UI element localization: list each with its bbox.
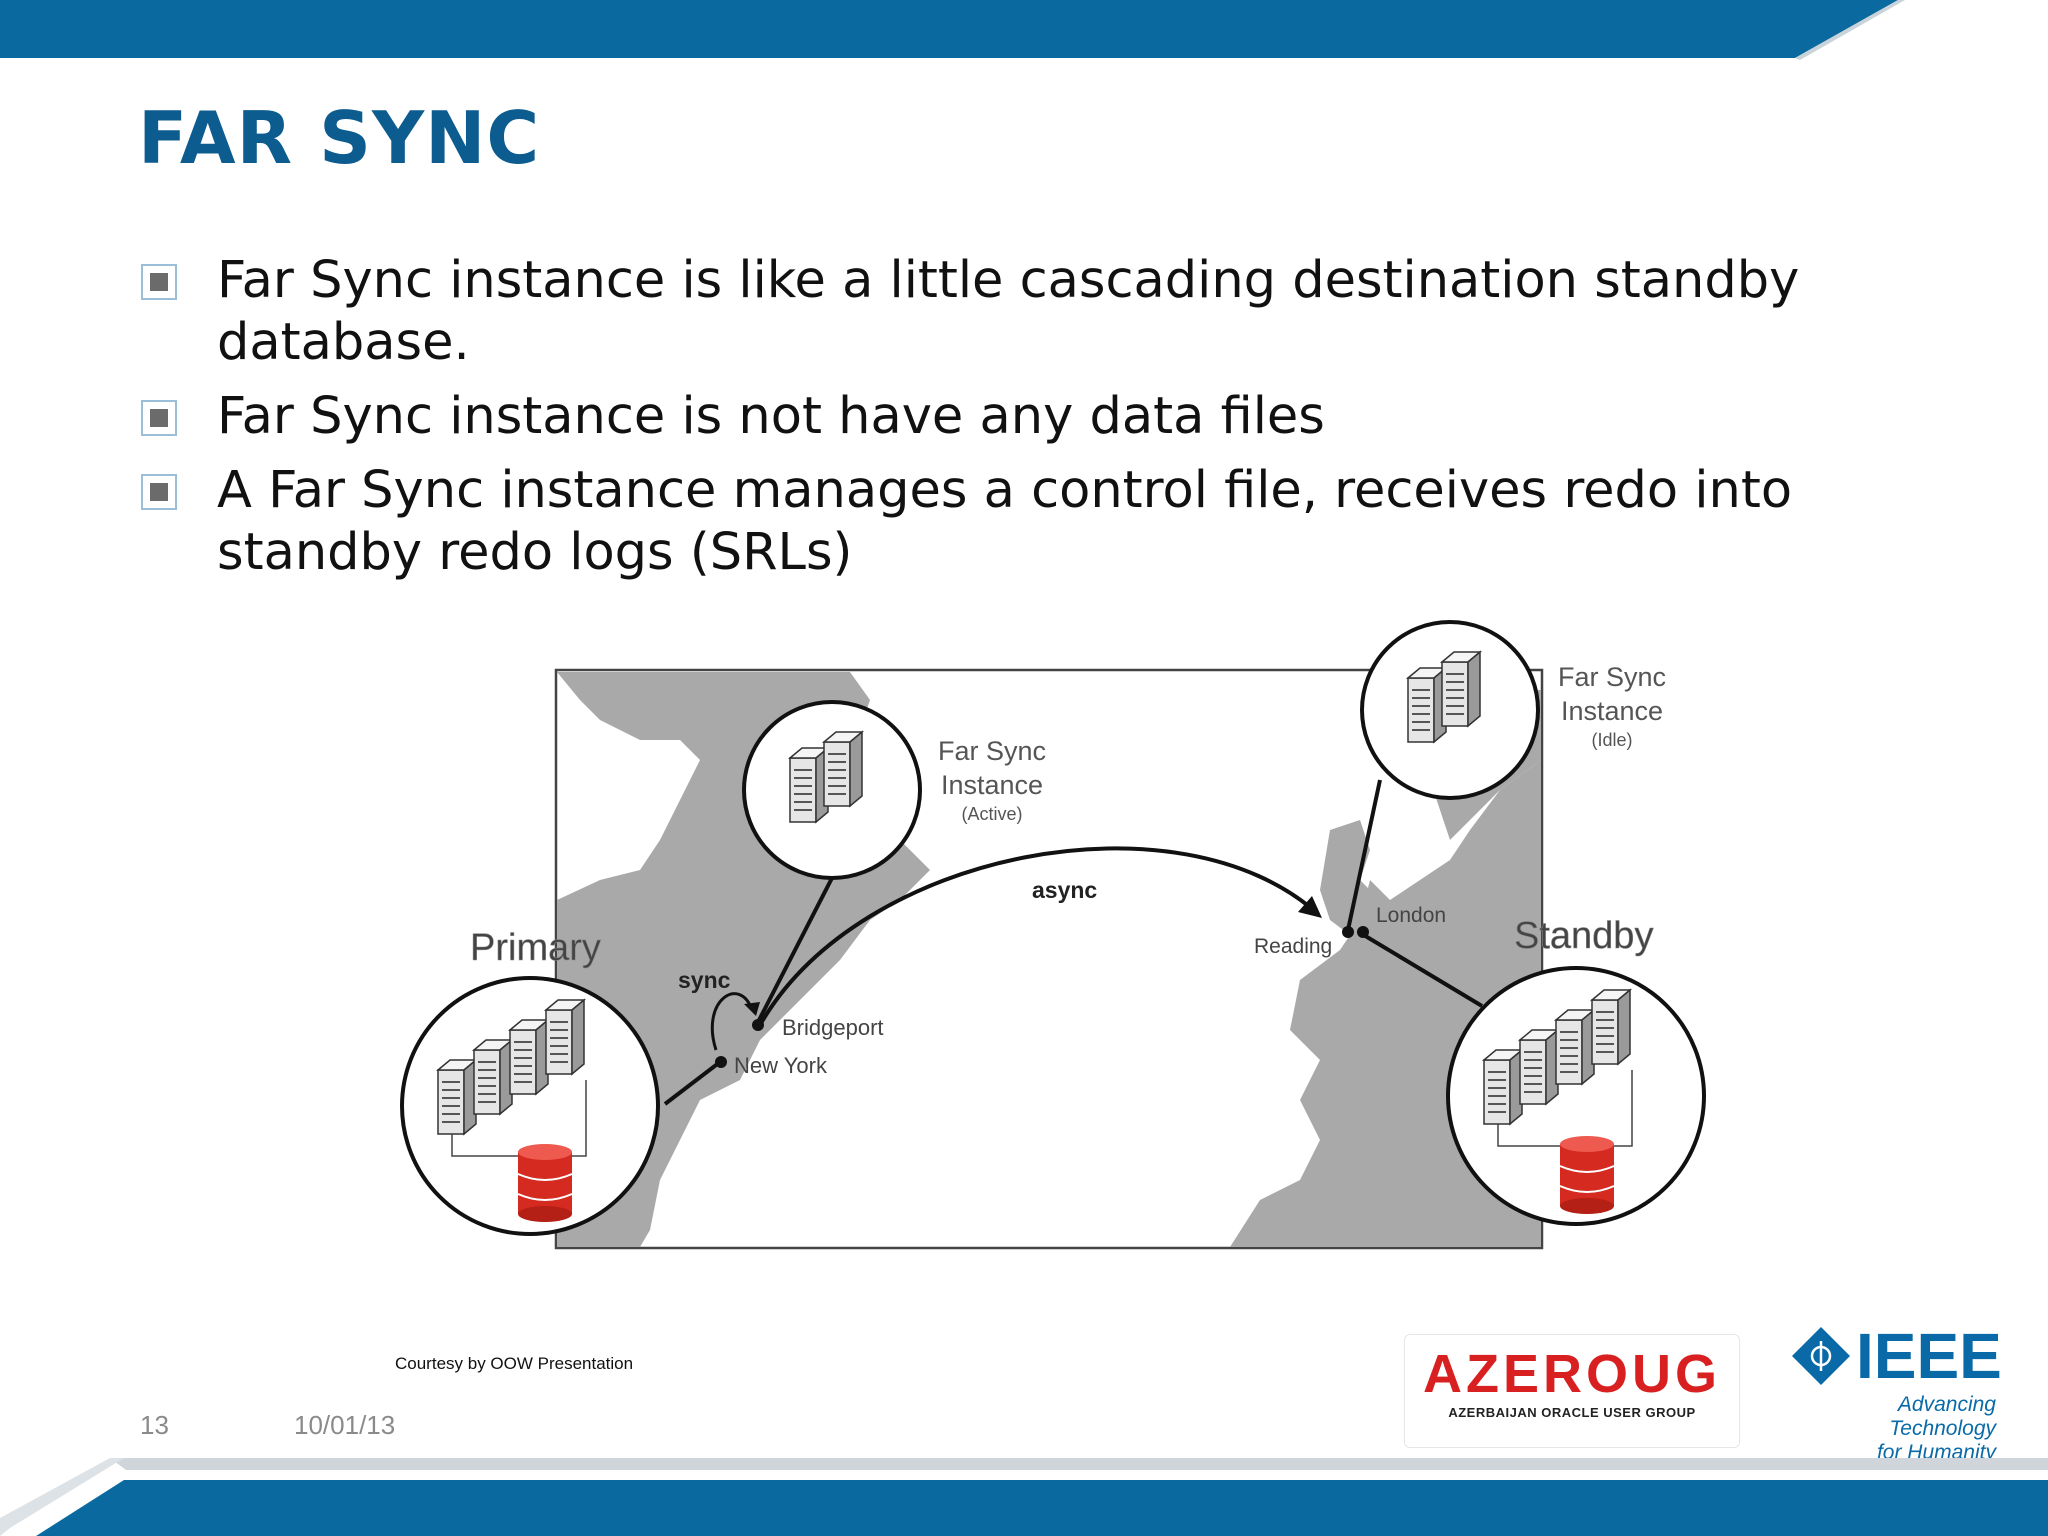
farsync-idle-connector	[1346, 779, 1382, 931]
ieee-tagline: Advancing Technology for Humanity	[1790, 1393, 1996, 1465]
top-banner	[0, 0, 1905, 60]
farsync-active-line2: Instance	[941, 770, 1043, 800]
azeroug-logo: AZEROUG AZERBAIJAN ORACLE USER GROUP	[1404, 1334, 1740, 1448]
farsync-idle-state: (Idle)	[1591, 730, 1632, 750]
standby-label: Standby	[1514, 915, 1653, 957]
sync-arrowhead	[744, 1002, 760, 1016]
courtesy-note: Courtesy by OOW Presentation	[395, 1354, 634, 1373]
primary-label: Primary	[470, 927, 601, 969]
bridgeport-dot	[752, 1019, 764, 1031]
arctic-landmass	[640, 672, 780, 720]
bullet-item: Far Sync instance is not have any data f…	[140, 386, 1860, 448]
square-bullet-icon	[141, 400, 177, 436]
farsync-active-line1: Far Sync	[938, 736, 1046, 766]
async-label: async	[1032, 877, 1097, 903]
primary-database-icon	[517, 1143, 573, 1223]
slide-title: FAR SYNC	[138, 96, 541, 180]
london-label: London	[1376, 904, 1446, 927]
sync-arrow	[710, 992, 754, 1051]
azeroug-wordmark: AZEROUG	[1423, 1344, 1721, 1404]
new-york-dot	[715, 1056, 727, 1068]
standby-connector	[1360, 932, 1484, 1008]
farsync-idle-line1: Far Sync	[1558, 662, 1666, 692]
bridgeport-label: Bridgeport	[782, 1015, 884, 1040]
async-arrowhead	[1298, 896, 1322, 918]
square-bullet-icon	[141, 264, 177, 300]
bullet-text: Far Sync instance is not have any data f…	[217, 387, 1325, 446]
primary-circle	[400, 976, 660, 1236]
ieee-logo: IEEE Advancing Technology for Humanity	[1790, 1320, 2002, 1464]
ieee-tagline-line1: Advancing Technology	[1889, 1393, 1996, 1440]
slide-date: 10/01/13	[294, 1410, 396, 1440]
bottom-banner	[0, 1458, 2048, 1536]
farsync-active-connector	[754, 877, 834, 1027]
ieee-wordmark: IEEE	[1856, 1320, 2002, 1392]
farsync-idle-line2: Instance	[1561, 696, 1663, 726]
reading-dot	[1342, 926, 1354, 938]
bullet-text: Far Sync instance is like a little casca…	[217, 251, 1800, 372]
bullet-text: A Far Sync instance manages a control fi…	[217, 461, 1793, 582]
reading-label: Reading	[1254, 935, 1332, 958]
farsync-active-state: (Active)	[961, 804, 1022, 824]
standby-database-icon	[1559, 1135, 1615, 1215]
bullet-item: Far Sync instance is like a little casca…	[140, 250, 1860, 374]
new-york-label: New York	[734, 1053, 828, 1078]
bullet-list: Far Sync instance is like a little casca…	[140, 250, 1860, 596]
primary-connector	[663, 1060, 722, 1106]
slide-number: 13	[140, 1410, 169, 1440]
sync-label: sync	[678, 967, 731, 993]
ieee-diamond-icon	[1792, 1327, 1850, 1385]
square-bullet-icon	[141, 474, 177, 510]
azeroug-subtitle: AZERBAIJAN ORACLE USER GROUP	[1448, 1405, 1696, 1420]
london-dot	[1357, 926, 1369, 938]
bullet-item: A Far Sync instance manages a control fi…	[140, 460, 1860, 584]
async-arrow	[758, 846, 1320, 1026]
standby-circle	[1446, 966, 1706, 1226]
